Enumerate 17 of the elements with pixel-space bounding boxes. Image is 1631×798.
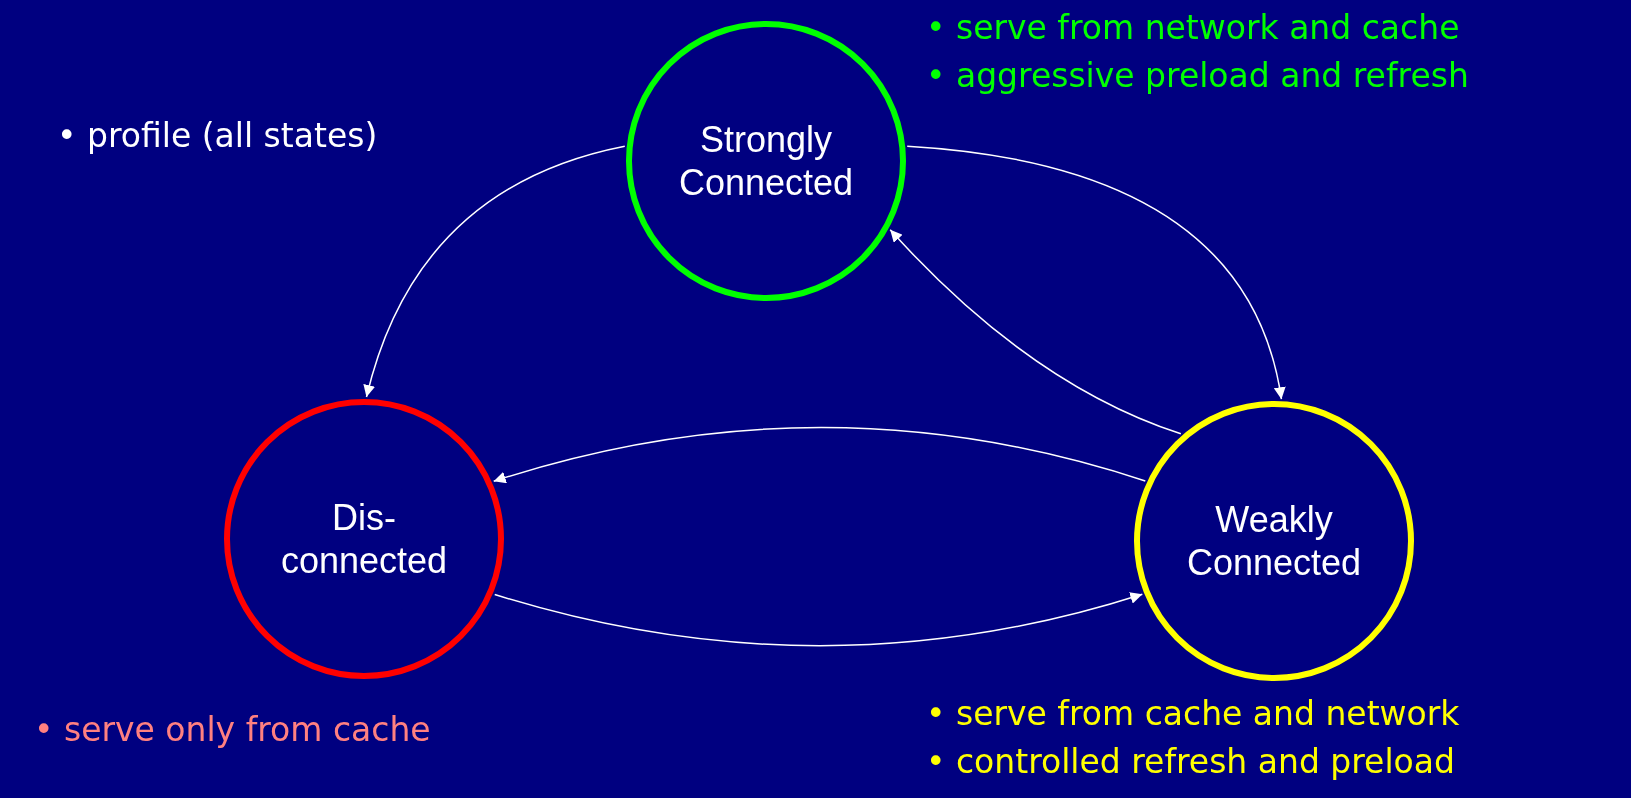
arrow: [889, 229, 1182, 435]
state-circle: [224, 399, 504, 679]
state-name: Strongly Connected: [677, 117, 855, 205]
state-name: Weakly Connected: [1185, 497, 1363, 585]
arrow: [492, 426, 1147, 484]
bullet-note: • profile (all states): [57, 116, 378, 155]
state-name: Dis- connected: [279, 495, 449, 583]
arrow: [493, 591, 1144, 647]
bullet-note: • serve from cache and network: [926, 693, 1460, 735]
state-circle: [1134, 401, 1414, 681]
bullet-note: • serve from network and cache: [926, 7, 1461, 49]
bullet-note: • aggressive preload and refresh: [926, 55, 1469, 97]
state-circle: [626, 21, 906, 301]
arrow: [363, 145, 626, 398]
arrow: [906, 145, 1285, 400]
bullet-note: • serve only from cache: [34, 709, 431, 751]
bullet-note: • controlled refresh and preload: [926, 741, 1456, 783]
